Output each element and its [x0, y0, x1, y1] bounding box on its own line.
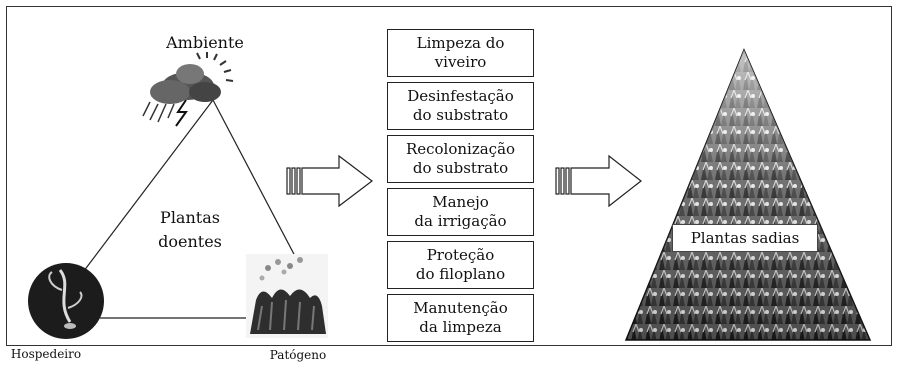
step-text-line2: da irrigação — [414, 212, 507, 230]
pathogen-label: Patógeno — [269, 348, 327, 362]
step-text-line2: do substrato — [412, 159, 509, 177]
step-text-line1: Desinfestação — [407, 87, 514, 105]
environment-label: Ambiente — [166, 33, 244, 52]
step-box: Limpeza do viveiro — [387, 29, 534, 77]
arrow-to-steps — [286, 154, 373, 208]
healthy-plants-pyramid — [624, 48, 872, 341]
step-text-line2: do substrato — [412, 106, 509, 124]
step-box: Proteção do filoplano — [387, 241, 534, 289]
diseased-plants-label-line1: Plantas — [160, 208, 220, 227]
step-text-line1: Proteção — [426, 246, 495, 264]
step-text-line1: Manutenção — [413, 299, 508, 317]
arrow-to-pyramid — [555, 154, 642, 208]
triangle-edge-left — [67, 99, 214, 293]
diseased-plants-label-line2: doentes — [158, 232, 222, 251]
pathogen-icon — [246, 254, 328, 338]
healthy-plants-label: Plantas sadias — [672, 224, 818, 252]
step-text-line2: da limpeza — [419, 318, 502, 336]
host-plant-icon — [28, 263, 104, 339]
host-label: Hospedeiro — [10, 347, 82, 361]
step-text-line2: do filoplano — [415, 265, 506, 283]
diagram-frame — [6, 6, 892, 346]
step-text-line2: viveiro — [434, 53, 487, 71]
step-text-line1: Limpeza do — [416, 34, 505, 52]
triangle-edge-right — [212, 99, 297, 259]
step-text-line1: Recolonização — [405, 140, 516, 158]
step-text-line1: Manejo — [432, 193, 489, 211]
step-box: Desinfestação do substrato — [387, 82, 534, 130]
step-box: Manejo da irrigação — [387, 188, 534, 236]
step-box: Manutenção da limpeza — [387, 294, 534, 342]
weather-icon — [142, 52, 234, 127]
step-box: Recolonização do substrato — [387, 135, 534, 183]
